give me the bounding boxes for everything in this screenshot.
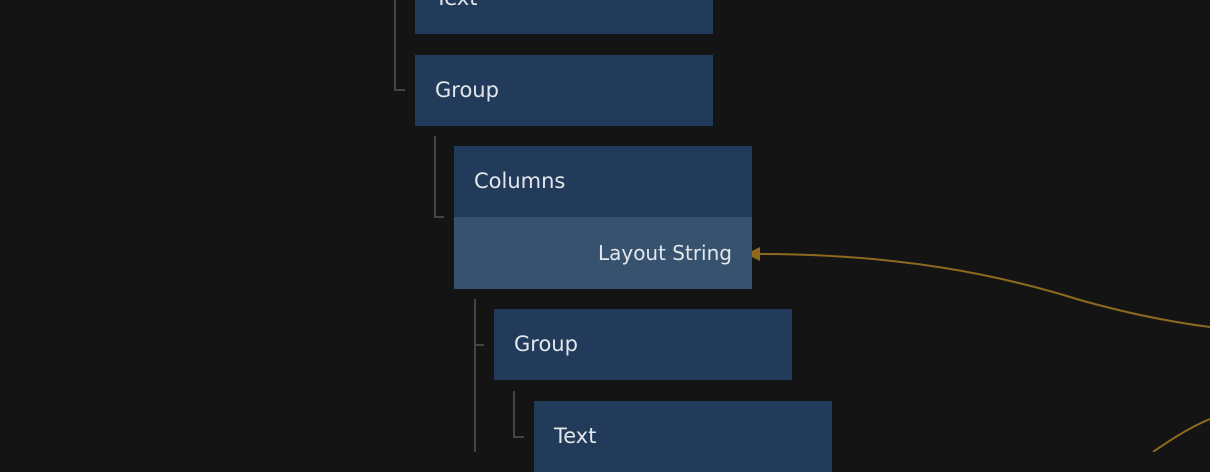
node-title: Text: [554, 424, 597, 448]
wire-arrow-icon: [746, 247, 760, 261]
connections-layer: [394, 0, 1210, 452]
node-title: Group: [514, 332, 578, 356]
node-group[interactable]: Group: [415, 55, 713, 126]
node-title: Group: [435, 78, 499, 102]
node-columns[interactable]: Columns Layout String: [454, 146, 752, 289]
wire-connection[interactable]: [1152, 418, 1210, 452]
node-group[interactable]: Group: [494, 309, 792, 380]
input-port-layout-string[interactable]: Layout String: [454, 217, 752, 289]
tree-line: [394, 0, 405, 91]
node-text[interactable]: Text: [534, 401, 832, 472]
tree-line: [513, 391, 524, 438]
tree-line: [434, 136, 444, 218]
node-title: Text: [415, 0, 713, 34]
wire-connection[interactable]: [757, 253, 1210, 328]
node-title: Columns: [474, 169, 566, 193]
tree-line: [474, 299, 484, 452]
node-text[interactable]: Text: [415, 0, 713, 34]
